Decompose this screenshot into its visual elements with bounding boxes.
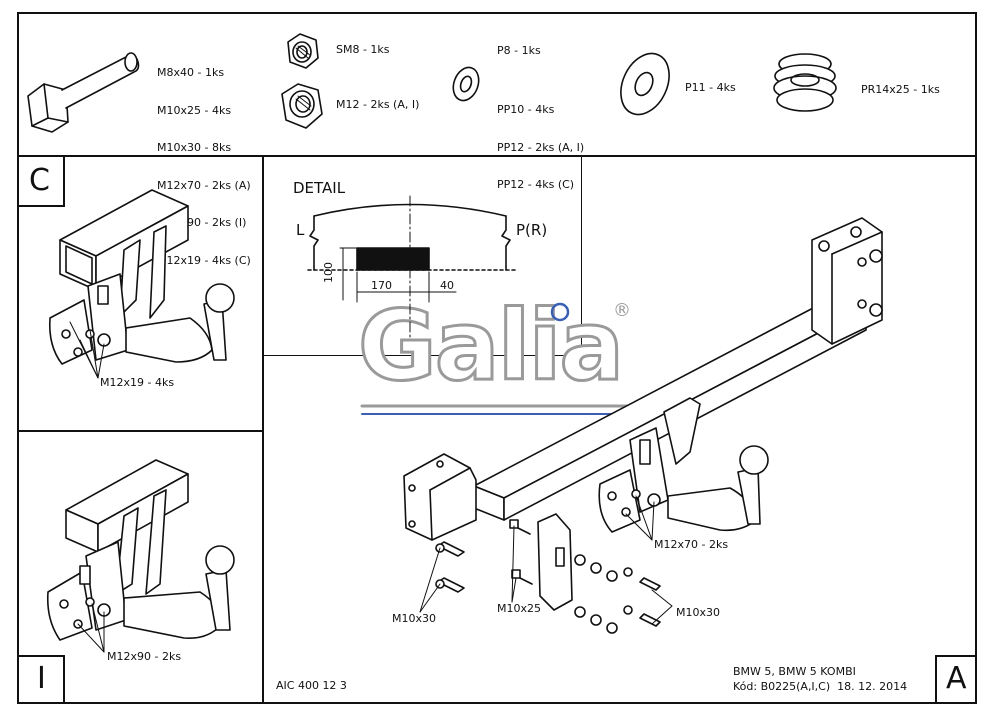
variant-i-letter: I	[37, 661, 46, 696]
variant-i-leaders	[77, 603, 105, 653]
callout-variant-c: M12x19 - 4ks	[100, 376, 175, 389]
bolt-list: M8x40 - 1ks M10x25 - 4ks M10x30 - 8ks M1…	[157, 42, 251, 280]
footer-vehicle: BMW 5, BMW 5 KOMBI	[733, 665, 856, 678]
washer-p11-label: P11 - 4ks	[685, 81, 736, 94]
washer-p8-label: P8 - 1ks	[497, 44, 541, 57]
washer-pp-item: PP10 - 4ks	[497, 103, 555, 116]
parts-row-divider	[17, 155, 977, 157]
bolt-icon	[27, 52, 140, 133]
footer-kod: Kód: B0225(A,I,C) 18. 12. 2014	[733, 680, 908, 693]
variant-c-box: C	[17, 155, 65, 207]
nut-m12-label: M12 - 2ks (A, I)	[336, 98, 420, 111]
left-column-divider	[262, 155, 264, 704]
washer-pp-item: PP12 - 4ks (C)	[497, 178, 575, 191]
nut-m12-icon	[281, 83, 323, 129]
nut-sm8-icon	[287, 33, 319, 69]
washer-pp-item: PP12 - 2ks (A, I)	[497, 140, 585, 154]
registered-mark: ®	[613, 300, 631, 321]
detail-dim-center: 170	[371, 279, 392, 292]
variant-a-box: A	[935, 655, 977, 704]
variant-i-box: I	[17, 655, 65, 704]
washer-p11-icon	[620, 52, 670, 116]
detail-dim-right: 40	[440, 279, 454, 292]
bolt-item: M10x30 - 8ks	[157, 141, 232, 154]
bolt-item: M12x70 - 2ks (A)	[157, 178, 251, 192]
drawing-frame	[17, 12, 977, 704]
main-towbar-drawing	[403, 217, 883, 634]
spring-label: PR14x25 - 1ks	[861, 83, 940, 96]
variant-c-drawing	[48, 189, 235, 365]
callout-m10x25: M10x25	[497, 602, 541, 615]
bolt-item: M12x19 - 4ks (C)	[157, 253, 251, 267]
galia-logo: Galia	[356, 290, 625, 402]
washer-pp-list: PP10 - 4ks PP12 - 2ks (A, I) PP12 - 4ks …	[497, 79, 584, 204]
nut-sm8-label: SM8 - 1ks	[336, 43, 390, 56]
spring-washer-icon	[773, 53, 837, 112]
left-panel-divider	[17, 430, 263, 432]
bolt-item: M8x40 - 1ks	[157, 66, 225, 79]
callout-m10x30-left: M10x30	[392, 612, 436, 625]
main-assembly-leaders	[419, 495, 673, 625]
variant-i-drawing	[46, 459, 235, 641]
bolt-item: M10x25 - 4ks	[157, 103, 232, 117]
variant-a-letter: A	[946, 661, 967, 696]
callout-variant-a: M12x70 - 2ks	[654, 538, 729, 551]
logo-underline	[360, 302, 638, 415]
footer-code: AIC 400 12 3	[276, 679, 347, 692]
callout-m10x30-right: M10x30	[676, 606, 720, 619]
variant-c-leaders	[69, 321, 105, 379]
detail-left-label: L	[296, 221, 305, 239]
detail-box-right	[581, 155, 582, 355]
detail-title: DETAIL	[293, 179, 346, 197]
washer-p8-icon	[452, 66, 480, 102]
detail-drawing	[307, 195, 517, 341]
callout-variant-i: M12x90 - 2ks	[107, 650, 182, 663]
variant-c-letter: C	[29, 163, 50, 198]
detail-box-bottom	[262, 355, 582, 356]
detail-right-label: P(R)	[516, 221, 548, 239]
